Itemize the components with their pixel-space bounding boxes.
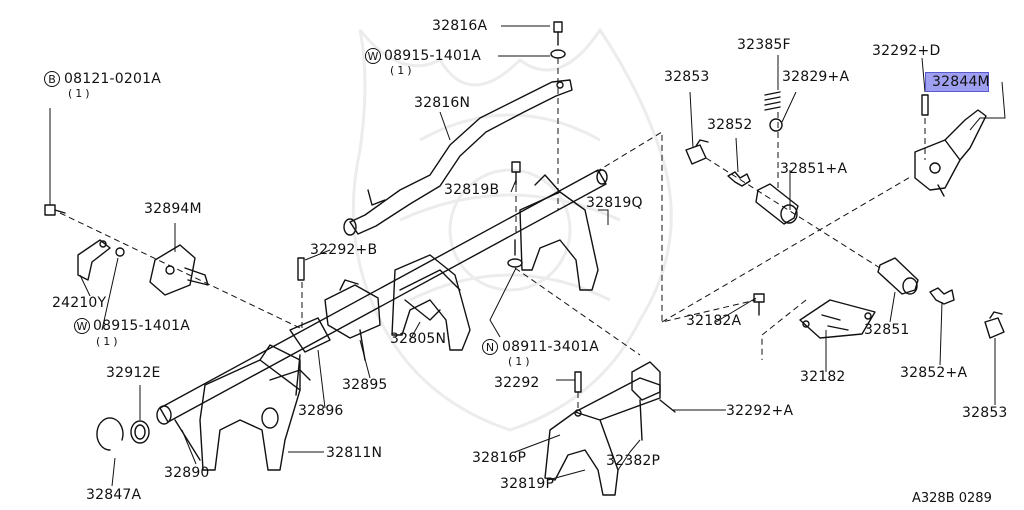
label-32852: 32852 [707,117,753,133]
qty-08915-top: (1) [390,64,415,77]
label-32816N: 32816N [414,95,471,111]
label-32847A: 32847A [86,487,142,503]
label-32852A: 32852+A [900,365,968,381]
label-32912E: 32912E [106,365,161,381]
label-32829A: 32829+A [782,69,850,85]
washer-08911 [507,239,523,268]
symbol-n-mid: N [482,339,498,355]
label-32819Q: 32819Q [586,195,643,211]
label-08915-left: 08915-1401A [93,318,190,334]
ball-32829A [769,118,783,132]
plug-32853-top [685,139,709,165]
label-32895: 32895 [342,377,388,393]
plate-32182 [799,299,876,339]
shift-fork-32819P [544,377,661,496]
label-32805N: 32805N [390,331,447,347]
bolt-08121-0201A [44,204,66,216]
symbol-b-left: B [44,71,60,87]
label-32182: 32182 [800,369,846,385]
label-32853-right: 32853 [962,405,1008,421]
plunger-32851 [877,257,919,295]
label-32844M-part-b: 4M [968,74,990,90]
label-32819P: 32819P [500,476,555,492]
label-32382P: 32382P [606,453,661,469]
label-08121: 08121-0201A [64,71,161,87]
leader-lines [49,25,1006,487]
plunger-32851A [755,183,799,225]
qty-08915-left: (1) [96,335,121,348]
pin-32292B [297,257,305,281]
label-32844M: 32844M [932,75,990,89]
interlock-32896 [289,317,331,396]
label-32844M-part-a: 3284 [932,74,969,90]
pin-32292 [574,371,582,393]
label-32896: 32896 [298,403,344,419]
symbol-w-top: W [365,48,381,64]
label-32292D: 32292+D [872,43,941,59]
shift-fork-32819Q [519,174,599,291]
label-32853-top: 32853 [664,69,710,85]
qty-08911: (1) [508,355,533,368]
dashed-alignment-lines [59,58,926,410]
label-08911: 08911-3401A [502,339,599,355]
spring-32852 [727,171,751,187]
shift-fork-32811N [199,344,311,471]
label-32851A: 32851+A [780,161,848,177]
shift-rod-32816N [343,79,573,236]
bracket-32895 [324,279,381,361]
label-32816P: 32816P [472,450,527,466]
highlight-32844M [925,72,989,92]
label-32292A: 32292+A [726,403,794,419]
plug-32853-right [984,311,1005,339]
label-32819B: 32819B [444,182,500,198]
spring-32852A [929,287,955,305]
label-32292B: 32292+B [310,242,378,258]
snap-ring-32847A [96,417,124,451]
symbol-w-left: W [74,318,90,334]
label-32851: 32851 [864,322,910,338]
label-32890: 32890 [164,465,210,481]
qty-08121: (1) [68,87,93,100]
label-32385F: 32385F [737,37,791,53]
diagram-reference-code: A328B 0289 [912,491,992,506]
lever-32844M [914,109,987,197]
label-32811N: 32811N [326,445,383,461]
shift-fork-32805N [391,254,471,351]
bracket-24210Y [77,239,125,281]
ring-32912E [130,420,150,444]
shift-rod-32890 [156,169,608,461]
label-32894M: 32894M [144,201,202,217]
bolt-32819B [511,161,521,186]
label-32182A: 32182A [686,313,742,329]
bolt-32816A [550,21,566,59]
label-08915-top: 08915-1401A [384,48,481,64]
pin-32292D [921,94,929,116]
arm-32382P [631,361,661,441]
spring-32385F [764,91,781,111]
label-32816A: 32816A [432,18,488,34]
bolt-32182A [753,293,765,316]
watermark-emblem [351,27,673,432]
label-32292: 32292 [494,375,540,391]
label-24210Y: 24210Y [52,295,107,311]
